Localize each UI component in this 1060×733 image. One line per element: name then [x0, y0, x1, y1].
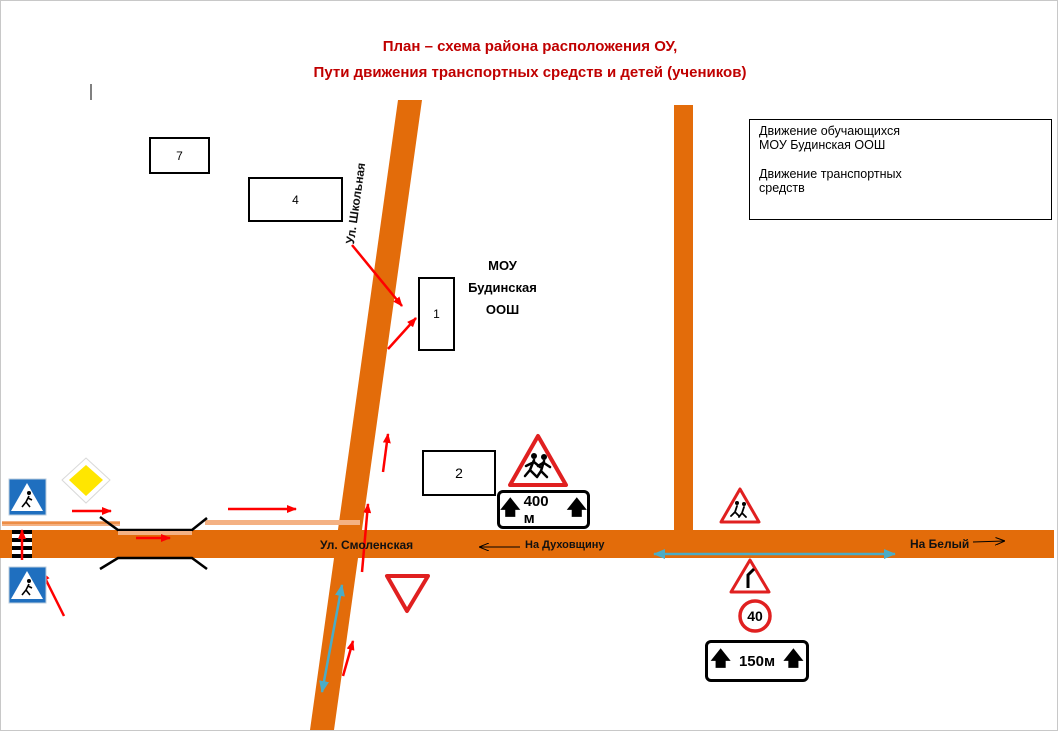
arrow-up-icon: 🡅 [710, 648, 731, 670]
student-arrow [351, 244, 403, 307]
distance-150-label: 150м [738, 652, 776, 670]
vehicle-arrow-shkolnaya [319, 584, 345, 693]
legend [749, 119, 1052, 220]
map-title-line1: План – схема района расположения ОУ, [382, 38, 678, 55]
crosswalk-sign-bottom [8, 566, 47, 604]
priority-road-sign [61, 457, 111, 504]
give-way-sign [385, 574, 430, 613]
building-7: 7 [149, 137, 210, 174]
vehicle-arrows [319, 549, 896, 693]
street-label-dukhovshchina: На Духовщину [525, 539, 605, 551]
speed-limit-value: 40 [747, 608, 763, 624]
legend-vehicles-label: Движение транспортных средств [759, 167, 902, 195]
student-arrow [381, 433, 391, 473]
building-1-school: 1 [418, 277, 455, 351]
street-label-smolenskaya: Ул. Смоленская [320, 538, 414, 552]
legend-students-label: Движение обучающихся МОУ Будинская ООШ [759, 124, 901, 152]
street-label-belyi: На Белый [910, 537, 970, 551]
arrow-up-icon: 🡅 [500, 496, 521, 519]
road-side-street [674, 105, 693, 532]
direction-arrows [480, 541, 1004, 547]
school-label-line1: МОУ [488, 258, 517, 273]
distance-sign-150: 🡅 150м 🡅 [705, 640, 809, 682]
curve-warning-sign [729, 558, 771, 594]
arrow-up-icon: 🡅 [783, 648, 804, 670]
distance-sign-400: 🡅 400 м 🡅 [497, 490, 590, 529]
map-title-line2: Пути движения транспортных средств и дет… [313, 64, 747, 81]
school-label-line2: Будинская [468, 280, 537, 295]
student-arrow [387, 317, 417, 350]
distance-400-label: 400 м [523, 492, 549, 527]
arrow-up-icon: 🡅 [566, 496, 587, 519]
arrow-to-belyi [972, 541, 1004, 542]
building-4: 4 [248, 177, 343, 222]
school-label-line3: ООШ [485, 302, 520, 317]
speed-limit-sign [738, 599, 772, 633]
crosswalk-sign-top [8, 478, 47, 516]
children-warning-sign [508, 434, 568, 487]
sidewalk-left [2, 520, 360, 526]
road-shkolnaya [310, 100, 422, 730]
bridge [99, 515, 208, 571]
building-2: 2 [422, 450, 496, 496]
children-warning-sign-right [719, 487, 761, 524]
student-arrow [360, 503, 372, 573]
school-label: МОУ Будинская ООШ [455, 255, 550, 321]
